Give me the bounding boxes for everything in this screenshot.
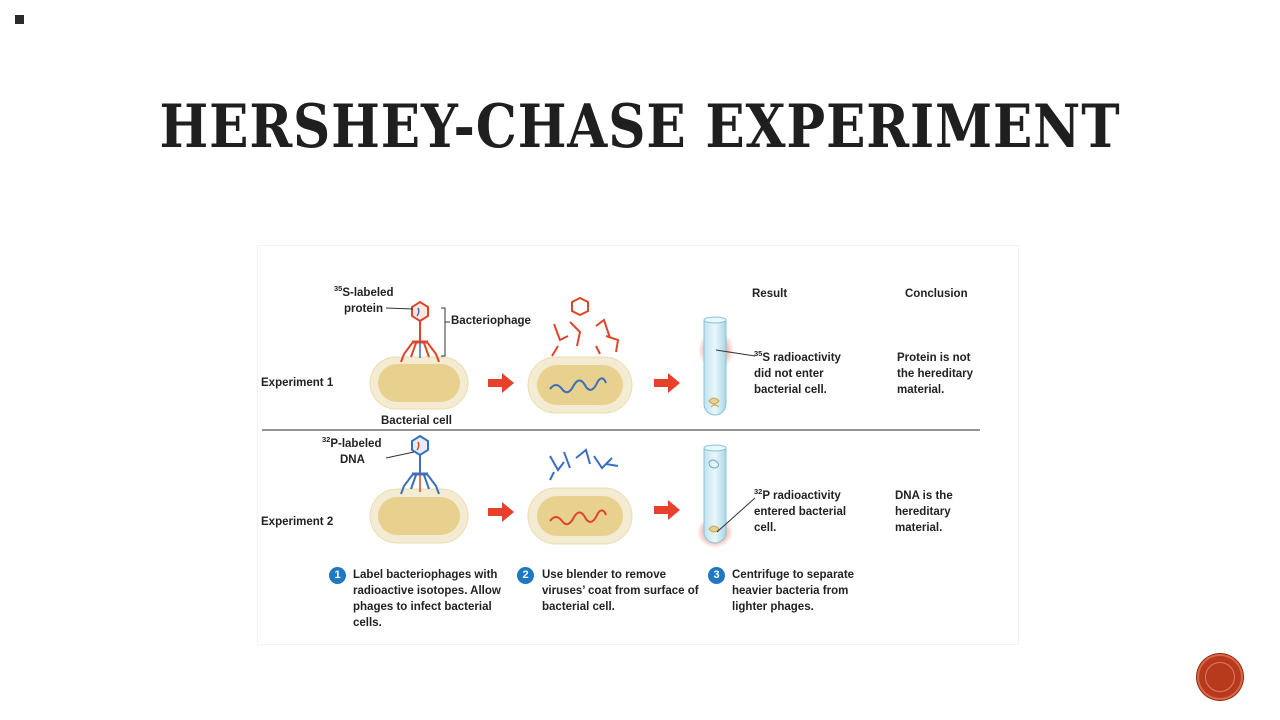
step-1-badge: 1: [329, 567, 346, 584]
step-1-text: Label bacteriophages with radioactive is…: [353, 569, 501, 629]
conclusion-header: Conclusion: [905, 288, 968, 300]
protein-coat-fragments-icon: [551, 296, 620, 357]
result-1-line1: 35S radioactivity: [754, 349, 841, 364]
bacterial-cell-1a: [369, 356, 469, 410]
step-3-text: Centrifuge to separate heavier bacteria …: [732, 569, 855, 613]
result-header: Result: [752, 288, 788, 300]
conclusion-2-line1: DNA is the: [895, 490, 953, 502]
conclusion-1-line2: the hereditary: [897, 368, 974, 380]
circle-nav-icon[interactable]: [1197, 654, 1243, 700]
arrow-icon: [488, 502, 514, 522]
isotope-label-2: 32P-labeled: [322, 435, 382, 450]
result-2-line3: cell.: [754, 522, 777, 534]
arrow-icon: [654, 373, 680, 393]
result-1-line3: bacterial cell.: [754, 384, 827, 396]
slide-title: HERSHEY-CHASE EXPERIMENT: [159, 92, 1121, 162]
test-tube-1-icon: [698, 316, 756, 416]
test-tube-2-icon: [697, 444, 756, 548]
experiment-2-label: Experiment 2: [261, 516, 334, 528]
isotope-label-2-line2: DNA: [340, 454, 365, 466]
result-2-line1: 32P radioactivity: [754, 487, 841, 502]
conclusion-1-line1: Protein is not: [897, 352, 971, 364]
bacteriophage-label: Bacteriophage: [451, 315, 531, 327]
figure-drawing: [262, 296, 980, 548]
slide-marker: [15, 15, 24, 24]
step-3-badge: 3: [708, 567, 725, 584]
protein-coat-fragments-icon: [549, 448, 619, 481]
label-leader-2: [385, 451, 415, 459]
bacteriophage-blue-icon: [400, 434, 440, 495]
bacterial-cell-1b: [527, 356, 633, 414]
label-leaders-1: [385, 307, 450, 357]
step-2-badge: 2: [517, 567, 534, 584]
experiment-figure: Result Conclusion 35S-labeled protein Ba…: [258, 246, 1018, 644]
bacterial-cell-2b: [527, 487, 633, 545]
conclusion-1-line3: material.: [897, 384, 945, 396]
arrow-icon: [654, 500, 680, 520]
bacterial-cell-2a: [369, 488, 469, 544]
isotope-label-1: 35S-labeled: [334, 284, 394, 299]
experiment-1-label: Experiment 1: [261, 377, 334, 389]
conclusion-2-line3: material.: [895, 522, 943, 534]
step-2-text: Use blender to remove viruses’ coat from…: [542, 569, 699, 613]
bacterial-cell-label: Bacterial cell: [381, 415, 452, 427]
result-1-line2: did not enter: [754, 368, 824, 380]
isotope-label-1-line2: protein: [344, 303, 383, 315]
result-2-line2: entered bacterial: [754, 506, 847, 518]
arrow-icon: [488, 373, 514, 393]
conclusion-2-line2: hereditary: [895, 506, 951, 518]
bacteriophage-red-icon: [400, 300, 440, 363]
